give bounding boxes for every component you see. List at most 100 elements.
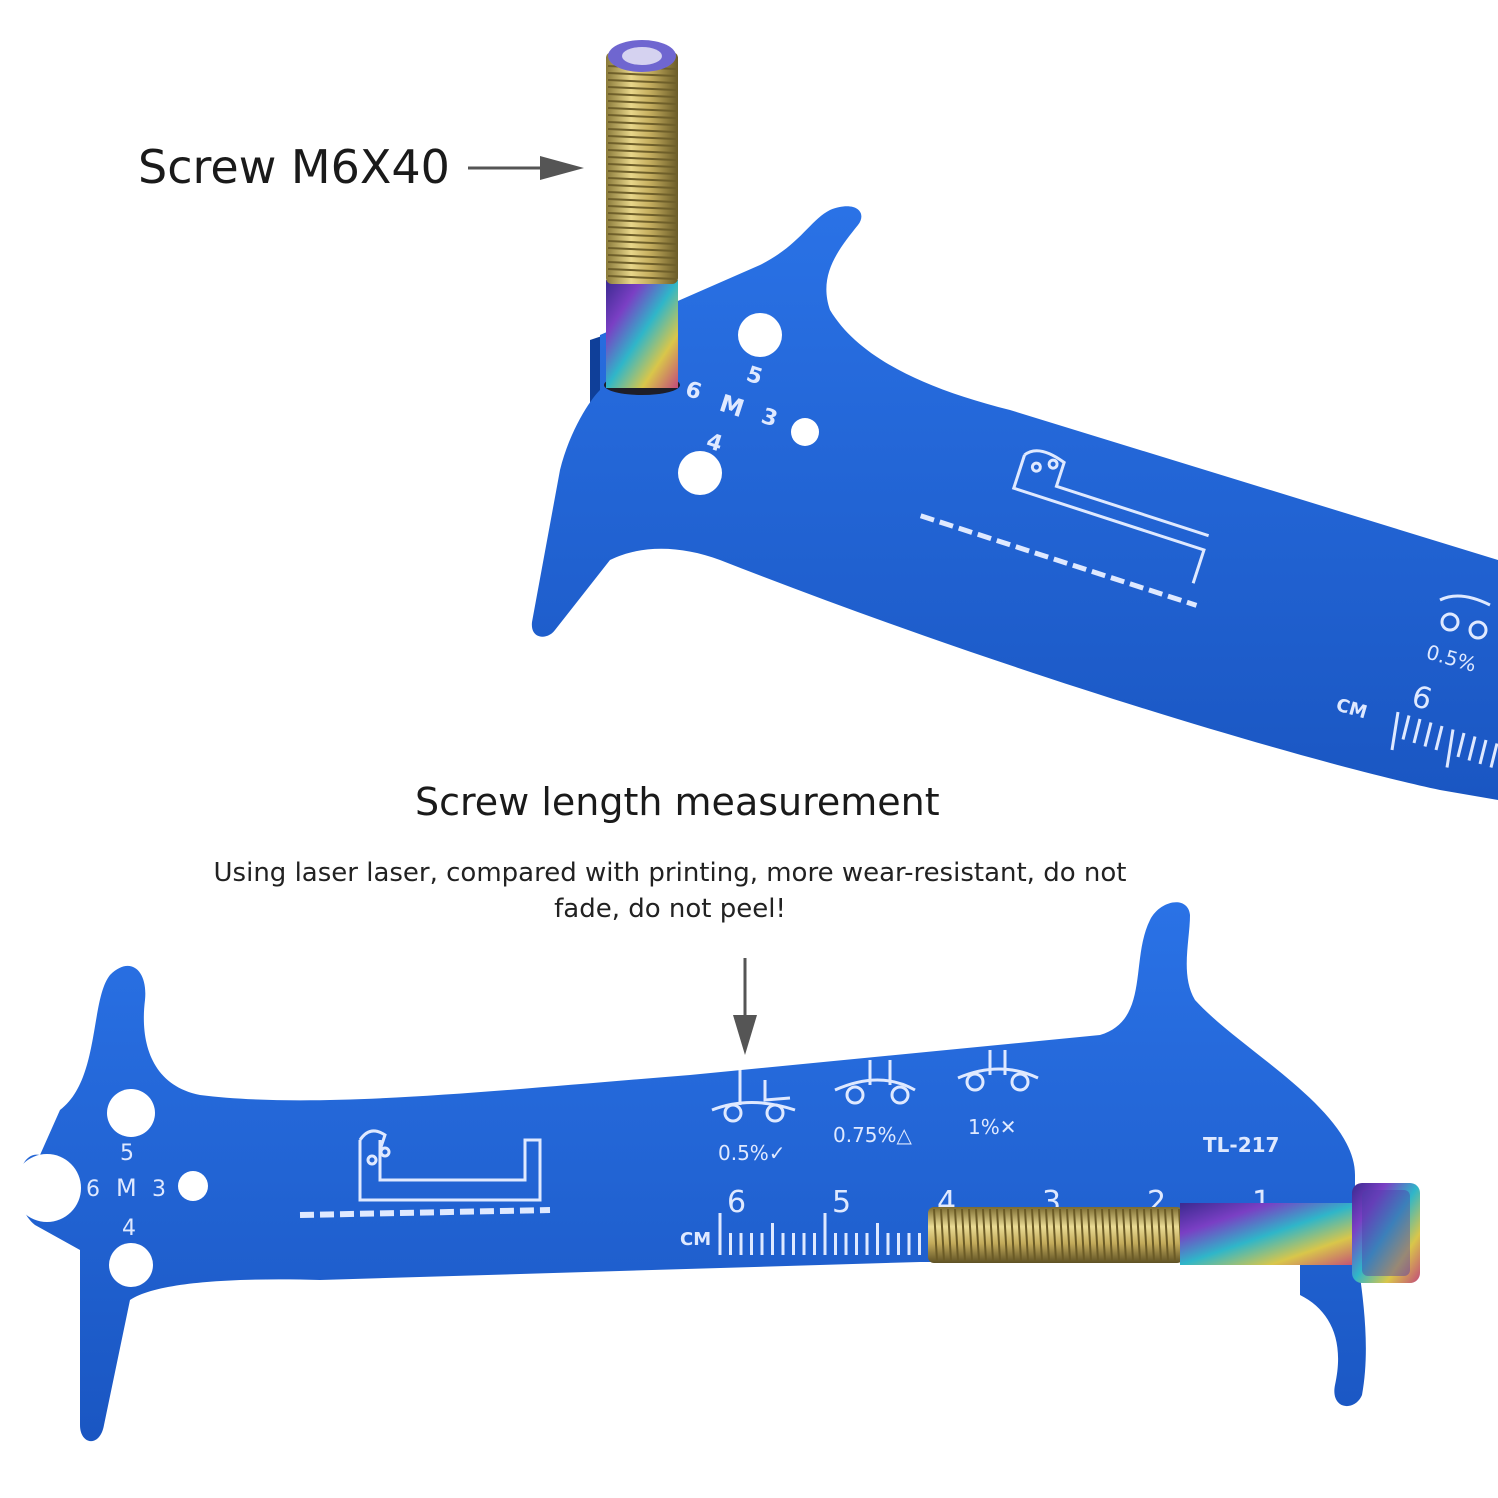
thread-line <box>607 135 677 140</box>
thread-line <box>607 268 677 273</box>
upper-hole-right <box>791 418 819 446</box>
thread-line <box>1157 1208 1162 1262</box>
thread-line <box>607 170 677 175</box>
thread-line <box>947 1208 952 1262</box>
upper-scale-ticks <box>1390 711 1498 768</box>
caption-arrow-icon <box>468 156 584 180</box>
thread-line <box>607 114 677 119</box>
thread-line <box>1136 1208 1141 1262</box>
scale-tick <box>1423 722 1433 747</box>
scale-tick <box>1412 718 1422 744</box>
upper-hole-label-6: 6 <box>682 377 704 406</box>
upper-wear-icon <box>1439 594 1491 640</box>
scale-number: 5 <box>832 1185 851 1220</box>
thread-line <box>1066 1208 1071 1262</box>
thread-line <box>607 177 677 182</box>
thread-line <box>607 247 677 252</box>
lower-hole-left <box>13 1154 81 1222</box>
thread-line <box>607 212 677 217</box>
thread-line <box>607 198 677 203</box>
wear-label-three-quarter-percent: 0.75%△ <box>833 1123 913 1147</box>
thread-line <box>1164 1208 1169 1262</box>
thread-line <box>1122 1208 1127 1262</box>
scale-tick <box>1390 711 1400 751</box>
thread-line <box>607 79 677 84</box>
thread-line <box>1115 1208 1120 1262</box>
scale-tick <box>1456 732 1466 758</box>
lower-hole-right <box>178 1171 208 1201</box>
thread-line <box>1045 1208 1050 1262</box>
lower-tool: 5 6 M 3 4 0.5%✓ 0.75%△ 1%✕ <box>13 902 1420 1442</box>
thread-line <box>607 226 677 231</box>
upper-hole-label-4: 4 <box>703 429 725 458</box>
scale-tick <box>1401 715 1411 740</box>
screw-spec-caption: Screw M6X40 <box>138 140 450 194</box>
thread-line <box>607 107 677 112</box>
section-heading: Screw length measurement <box>415 780 940 824</box>
thread-line <box>1171 1208 1176 1262</box>
thread-line <box>1150 1208 1155 1262</box>
thread-line <box>607 261 677 266</box>
thread-line <box>607 93 677 98</box>
lower-hole-bottom <box>109 1243 153 1287</box>
thread-line <box>940 1208 945 1262</box>
thread-line <box>607 72 677 77</box>
lower-tool-body <box>18 902 1366 1442</box>
thread-line <box>1101 1208 1106 1262</box>
wear-icon-one-percent <box>957 1050 1039 1092</box>
thread-line <box>607 142 677 147</box>
upper-hole-top <box>738 313 782 357</box>
thread-line <box>975 1208 980 1262</box>
thread-line <box>607 163 677 168</box>
thread-line <box>1080 1208 1085 1262</box>
subtext-arrow-icon <box>733 958 757 1055</box>
lower-hole-label-4: 4 <box>122 1216 136 1241</box>
thread-line <box>607 86 677 91</box>
thread-line <box>1038 1208 1043 1262</box>
thread-line <box>982 1208 987 1262</box>
thread-line <box>607 149 677 154</box>
scale-number: 6 <box>727 1185 746 1220</box>
thread-line <box>607 275 677 280</box>
scale-tick <box>1445 729 1455 768</box>
scale-ticks <box>718 1213 932 1255</box>
upper-hole-label-5: 5 <box>743 362 765 391</box>
thread-line <box>996 1208 1001 1262</box>
thread-line <box>1017 1208 1022 1262</box>
thread-line <box>968 1208 973 1262</box>
upper-screw <box>604 40 680 395</box>
upper-hole-label-3: 3 <box>758 404 780 433</box>
thread-line <box>1087 1208 1092 1262</box>
thread-line <box>1094 1208 1099 1262</box>
model-label: TL-217 <box>1203 1133 1279 1157</box>
thread-line <box>607 191 677 196</box>
thread-line <box>607 205 677 210</box>
thread-line <box>607 254 677 259</box>
lower-hole-label-m: M <box>116 1174 137 1202</box>
thread-line <box>961 1208 966 1262</box>
thread-line <box>1073 1208 1078 1262</box>
upper-tool-body <box>531 206 1498 800</box>
lower-screw <box>928 1183 1420 1283</box>
thread-line <box>1024 1208 1029 1262</box>
thread-line <box>607 219 677 224</box>
wear-icon-three-quarter-percent <box>834 1060 916 1105</box>
thread-line <box>954 1208 959 1262</box>
thread-line <box>607 233 677 238</box>
lower-engraved-chain-icon <box>299 1129 551 1218</box>
scale-tick <box>1434 725 1444 751</box>
wear-label-half-percent: 0.5%✓ <box>718 1141 786 1165</box>
lower-hole-label-5: 5 <box>120 1141 134 1166</box>
lower-hole-top <box>107 1089 155 1137</box>
thread-line <box>1010 1208 1015 1262</box>
thread-line <box>607 156 677 161</box>
thread-line <box>607 184 677 189</box>
thread-line <box>607 121 677 126</box>
thread-line <box>989 1208 994 1262</box>
thread-line <box>1143 1208 1148 1262</box>
upper-engraved-chain-icon <box>919 449 1210 608</box>
lower-hole-label-3: 3 <box>152 1177 166 1202</box>
thread-line <box>1003 1208 1008 1262</box>
upper-hole-bottom <box>678 451 722 495</box>
